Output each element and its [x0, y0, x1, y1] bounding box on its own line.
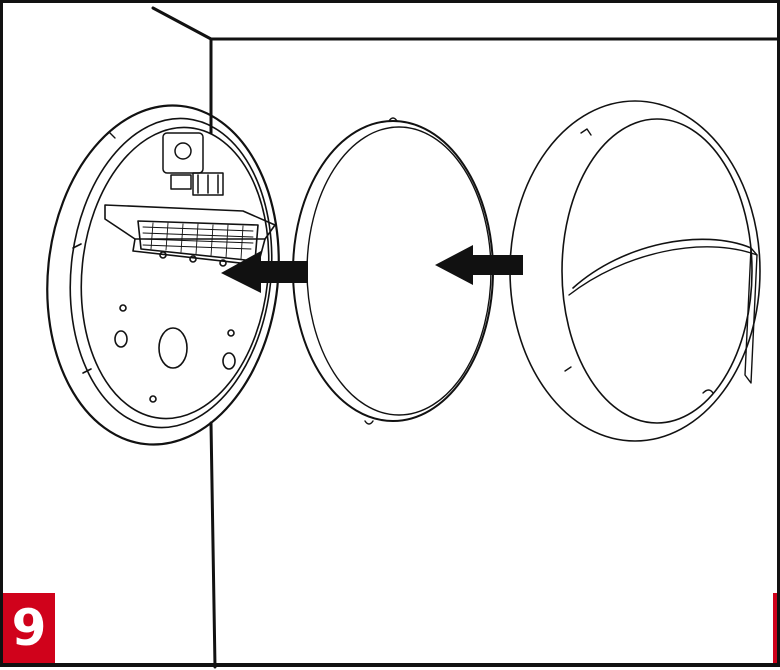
arrow-left-icon: [435, 245, 523, 285]
wall-corner: [151, 6, 780, 669]
mounting-holes: [114, 304, 236, 403]
step-number-badge: 9: [3, 593, 55, 663]
assembly-illustration: [46, 6, 780, 669]
direction-arrows: [221, 245, 523, 293]
terminal-block: [162, 132, 224, 196]
arrow-left-icon: [221, 251, 308, 293]
led-module: [104, 204, 276, 267]
edge-marker: [773, 593, 777, 663]
eyelid-cover: [509, 100, 761, 442]
